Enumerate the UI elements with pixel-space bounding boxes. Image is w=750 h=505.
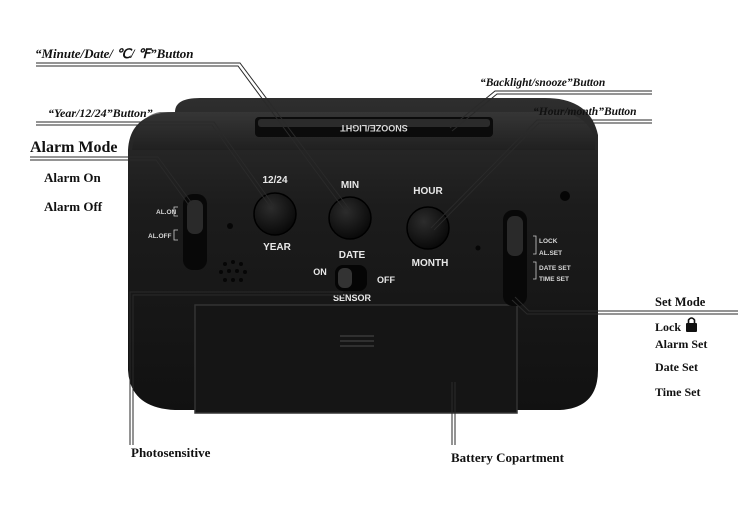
year-button[interactable]	[253, 192, 297, 236]
leader-lines	[30, 62, 738, 445]
photosensitive-callout: Photosensitive	[131, 445, 211, 460]
sensor-label: SENSOR	[333, 293, 372, 303]
button-year-label: YEAR	[263, 242, 292, 253]
alarm-on-label: Alarm On	[44, 170, 101, 185]
time-set-label: TIME SET	[539, 276, 569, 283]
clock-body: SNOOZE/LIGHT 12/24 YEAR MIN DATE HOUR MO…	[128, 98, 598, 414]
hour-button[interactable]	[406, 206, 450, 250]
set-mode-switch[interactable]	[503, 210, 527, 306]
sensor-on-label: ON	[313, 267, 327, 277]
small-hole-icon	[475, 245, 481, 251]
lock-icon	[686, 317, 697, 332]
button-min-label: MIN	[341, 180, 359, 191]
hour-button-callout: “Hour/month”Button	[533, 106, 637, 118]
alarm-mode-title: Alarm Mode	[30, 139, 118, 156]
backlight-button-callout: “Backlight/snooze”Button	[480, 77, 605, 89]
screw-hole-icon	[560, 191, 570, 201]
photosensor-icon	[227, 223, 233, 229]
alarm-set-label: Alarm Set	[655, 337, 707, 351]
lock-mode-label: Lock	[655, 320, 681, 334]
lock-label: LOCK	[539, 238, 558, 245]
battery-callout: Battery Copartment	[451, 450, 565, 465]
al-on-label: AL.ON	[156, 209, 177, 216]
button-12-24-label: 12/24	[262, 175, 287, 186]
snooze-light-label: SNOOZE/LIGHT	[340, 123, 408, 133]
snooze-light-bar: SNOOZE/LIGHT	[255, 117, 493, 137]
date-set-label: Date Set	[655, 360, 698, 374]
al-set-label: AL.SET	[539, 250, 562, 257]
alarm-off-label: Alarm Off	[44, 199, 103, 214]
button-date-label: DATE	[339, 250, 366, 261]
button-month-label: MONTH	[412, 258, 449, 269]
al-off-label: AL.OFF	[148, 233, 171, 240]
year-button-callout: “Year/12/24”Button”	[48, 106, 153, 120]
button-hour-label: HOUR	[413, 186, 443, 197]
sensor-off-label: OFF	[377, 275, 395, 285]
alarm-mode-switch[interactable]	[183, 194, 207, 270]
set-mode-title: Set Mode	[655, 295, 706, 309]
battery-compartment	[194, 304, 518, 414]
sensor-switch[interactable]	[335, 265, 367, 291]
date-set-label: DATE SET	[539, 265, 571, 272]
speaker-grille	[219, 260, 247, 282]
minute-button-callout: “Minute/Date/ ℃/ ℉”Button	[35, 46, 193, 61]
time-set-label: Time Set	[655, 385, 700, 399]
minute-button[interactable]	[328, 196, 372, 240]
